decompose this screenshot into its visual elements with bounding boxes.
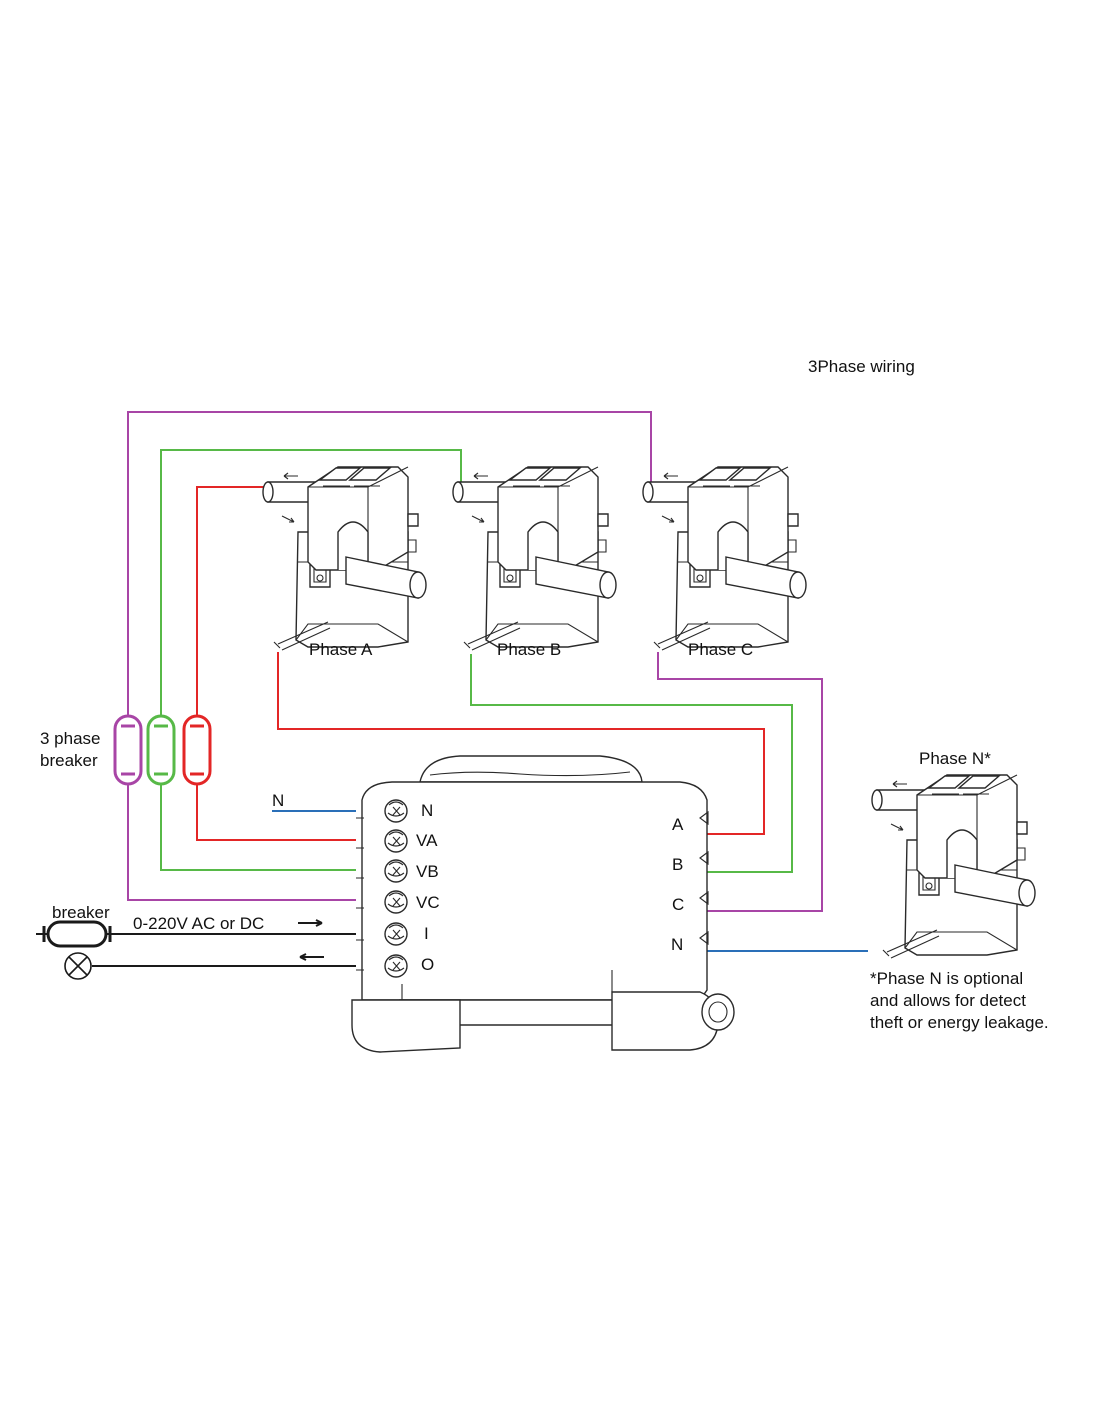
wire-phase-c-top xyxy=(127,411,652,715)
note-line3: theft or energy leakage. xyxy=(870,1013,1049,1032)
control-breaker-fuse-icon xyxy=(42,920,112,948)
wire-phase-c-vc xyxy=(127,785,356,901)
terminal-screw-icon xyxy=(384,890,408,914)
fuse-phase-c-icon xyxy=(113,714,143,786)
arrow-out-icon xyxy=(299,953,324,961)
lamp-load-icon xyxy=(64,952,92,980)
breaker-label-line1: 3 phase xyxy=(40,729,101,748)
ct-label-phase-a: Phase A xyxy=(309,640,373,659)
terminal-label-b: B xyxy=(672,855,683,874)
breaker-label-line2: breaker xyxy=(40,751,98,770)
terminal-label-a: A xyxy=(672,815,684,834)
terminal-screw-icon xyxy=(384,922,408,946)
terminal-label-n: N xyxy=(421,801,433,820)
wire-phase-b-top xyxy=(160,449,462,715)
fuse-phase-b-icon xyxy=(146,714,176,786)
ct-clamp-phase-n-icon xyxy=(871,774,1036,959)
wire-phase-b-ct xyxy=(470,654,793,873)
supply-label: 0-220V AC or DC xyxy=(133,914,264,933)
terminal-screw-icon xyxy=(384,799,408,823)
ct-label-phase-b: Phase B xyxy=(497,640,561,659)
wire-phase-a-ct xyxy=(277,652,765,835)
note-line2: and allows for detect xyxy=(870,991,1026,1010)
three-phase-breaker xyxy=(113,714,212,786)
terminal-label-o: O xyxy=(421,955,434,974)
note-line1: *Phase N is optional xyxy=(870,969,1023,988)
terminal-label-i: I xyxy=(424,924,429,943)
terminal-screw-icon xyxy=(384,859,408,883)
ct-label-phase-c: Phase C xyxy=(688,640,753,659)
wire-phase-c-ct xyxy=(657,652,823,912)
ct-clamp-phase-a-icon xyxy=(262,466,427,651)
ct-clamp-phase-b-icon xyxy=(452,466,617,651)
energy-meter-device xyxy=(351,755,735,1053)
neutral-wire-label: N xyxy=(272,791,284,810)
control-breaker-label: breaker xyxy=(52,903,110,922)
terminal-label-vb: VB xyxy=(416,862,439,881)
ct-label-phase-n: Phase N* xyxy=(919,749,991,768)
terminal-label-va: VA xyxy=(416,831,438,850)
terminal-label-c: C xyxy=(672,895,684,914)
diagram-title: 3Phase wiring xyxy=(808,357,915,376)
wire-phase-a-va xyxy=(196,785,356,841)
terminal-screw-icon xyxy=(384,954,408,978)
arrow-in-icon xyxy=(298,919,323,927)
terminal-label-vc: VC xyxy=(416,893,440,912)
wire-phase-a-top xyxy=(196,486,268,715)
ct-clamp-phase-c-icon xyxy=(642,466,807,651)
terminal-label-n-right: N xyxy=(671,935,683,954)
terminal-screw-icon xyxy=(384,829,408,853)
fuse-phase-a-icon xyxy=(182,714,212,786)
wire-phase-b-vb xyxy=(160,785,356,871)
